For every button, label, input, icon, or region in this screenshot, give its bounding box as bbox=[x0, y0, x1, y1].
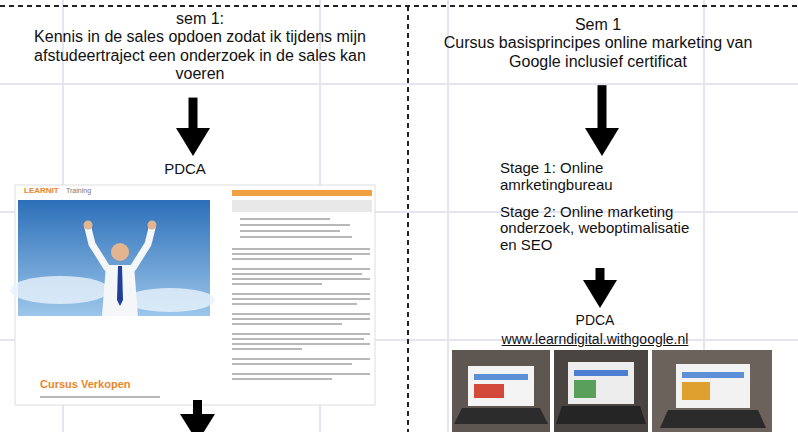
arrow-head bbox=[176, 128, 210, 156]
stage-text: Stage 1: Online amrketingbureau bbox=[500, 160, 710, 194]
text-node: sem 1:Kennis in de sales opdoen zodat ik… bbox=[30, 10, 370, 84]
arrow-shaft bbox=[189, 98, 198, 130]
step-text: PDCA bbox=[480, 312, 710, 329]
block-arrow bbox=[585, 85, 619, 156]
text-node: Sem 1Cursus basisprincipes online market… bbox=[430, 16, 766, 71]
down-arrow bbox=[180, 400, 215, 432]
logo-text: LEARNIT bbox=[24, 186, 59, 195]
document-title: Cursus Verkopen bbox=[40, 378, 130, 390]
arrow-head bbox=[583, 280, 617, 308]
text-node: PDCA bbox=[150, 160, 220, 177]
dashed-divider bbox=[0, 6, 798, 432]
block-arrow bbox=[583, 268, 617, 308]
heading-text: Sem 1 bbox=[430, 16, 766, 34]
text-node: PDCA www.learndigital.withgoogle.nl bbox=[480, 312, 710, 348]
heading-text: sem 1: bbox=[30, 10, 370, 28]
heading-text: Kennis in de sales opdoen zodat ik tijde… bbox=[30, 28, 370, 83]
block-arrow bbox=[176, 98, 210, 156]
text-node: Stage 1: Online amrketingbureauStage 2: … bbox=[500, 160, 710, 254]
step-text: www.learndigital.withgoogle.nl bbox=[480, 331, 710, 348]
arrow-shaft bbox=[598, 85, 607, 130]
heading-text: Cursus basisprincipes online marketing v… bbox=[430, 34, 766, 71]
logo-text: Training bbox=[66, 187, 91, 194]
arrow-shaft bbox=[596, 268, 605, 282]
stage-text: Stage 2: Online marketing onderzoek, web… bbox=[500, 204, 710, 254]
step-text: PDCA bbox=[150, 160, 220, 177]
document-thumbnail bbox=[10, 185, 375, 405]
laptop-photos bbox=[452, 350, 772, 432]
arrow-head bbox=[585, 128, 619, 156]
